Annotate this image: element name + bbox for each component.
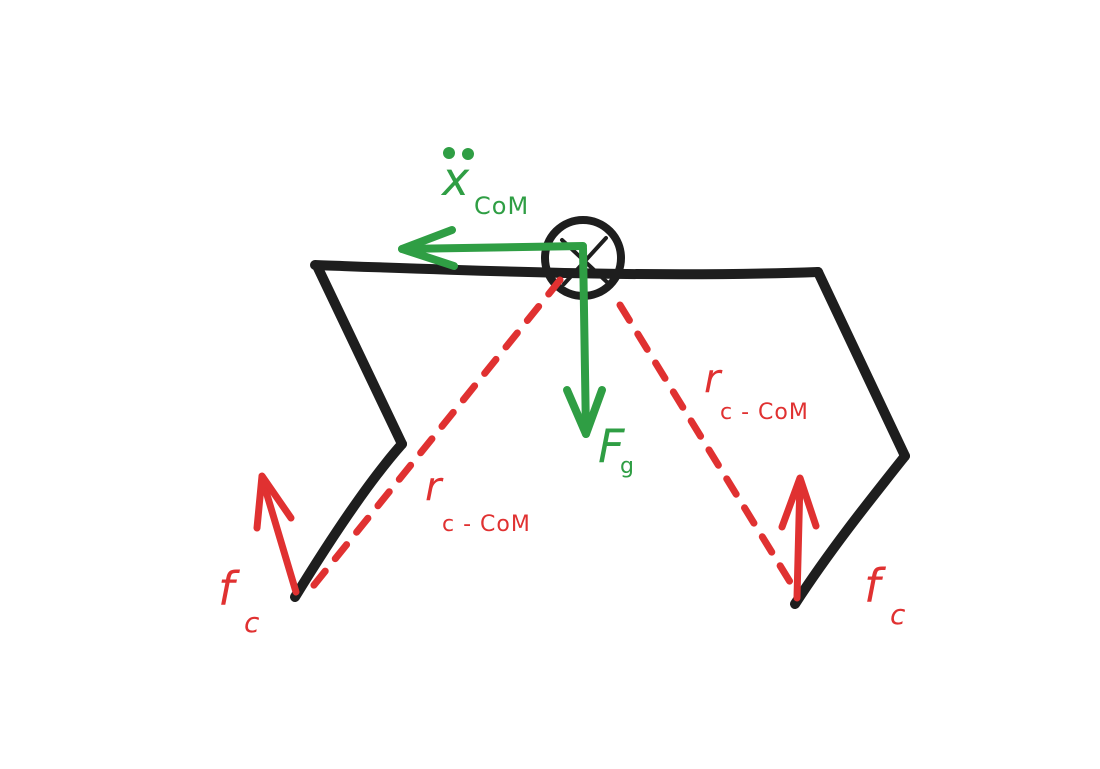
accel-arrowhead [398,226,458,270]
fc-right-subscript-label: c [890,598,906,631]
right-lower-leg [790,451,910,609]
gravity-arrowhead [563,386,606,438]
fc-left-symbol-label: f [218,562,240,616]
accel-arrow-shaft [398,242,587,253]
left-fc-arrowhead [253,472,295,532]
acceleration-arrow [398,226,587,270]
gravity-arrow [563,244,606,438]
position-vectors [306,276,799,594]
accel-subscript-label: CoM [474,192,529,220]
double-dot-accent [443,147,474,160]
contact-forces [253,472,820,602]
fc-left-subscript-label: c [244,606,260,639]
accel-symbol-label: x [440,152,470,206]
r-left-symbol-label: r [425,464,444,510]
r-right-symbol-label: r [704,356,723,402]
gravity-arrow-shaft [579,244,590,438]
right-fc-arrow-shaft [793,476,804,602]
left-lower-leg [290,439,407,602]
accent-dot-right [462,148,474,160]
right-r-vector-line [616,301,799,594]
r-right-subscript-label: c - CoM [720,400,809,425]
right-fc-arrowhead [778,474,820,531]
left-upper-leg [313,263,407,449]
robot-torso-bar [310,260,823,280]
gravity-symbol-label: F [598,419,625,473]
fc-right-symbol-label: f [864,559,886,613]
left-fc-arrow-shaft [258,474,300,596]
gravity-subscript-label: g [620,454,635,479]
r-left-subscript-label: c - CoM [442,512,531,537]
right-upper-leg [813,267,910,461]
left-r-vector-line [306,276,564,594]
accent-dot-left [443,147,455,159]
robot-body [290,260,910,609]
